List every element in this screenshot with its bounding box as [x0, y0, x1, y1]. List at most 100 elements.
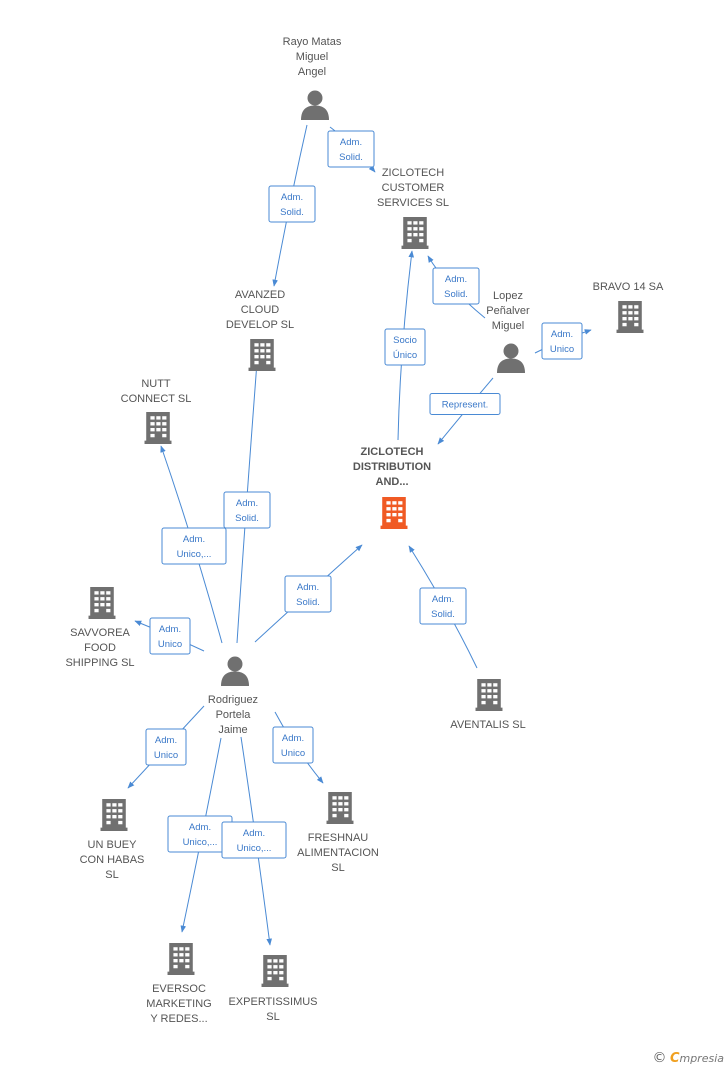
- node-label[interactable]: SAVVOREA: [70, 627, 130, 639]
- node-label[interactable]: SL: [266, 1011, 279, 1023]
- relation-label-text: Unico: [158, 639, 182, 650]
- node-label[interactable]: ZICLOTECH: [382, 167, 444, 179]
- node-eversoc[interactable]: EVERSOC MARKETING Y REDES...: [146, 943, 212, 1025]
- node-label[interactable]: FOOD: [84, 642, 116, 654]
- node-label[interactable]: ZICLOTECH: [361, 446, 424, 458]
- building-icon[interactable]: [475, 679, 503, 711]
- node-savvorea[interactable]: SAVVOREA FOOD SHIPPING SL: [65, 587, 135, 669]
- relation-label-box: [419, 587, 467, 625]
- node-label[interactable]: Portela: [216, 709, 252, 721]
- relation-label-box: [149, 617, 191, 655]
- node-label[interactable]: BRAVO 14 SA: [593, 281, 664, 293]
- node-label[interactable]: UN BUEY: [88, 839, 138, 851]
- node-label[interactable]: ALIMENTACION: [297, 847, 379, 859]
- building-icon[interactable]: [100, 799, 128, 831]
- node-label[interactable]: MARKETING: [146, 998, 211, 1010]
- relation-label-box: [429, 393, 501, 415]
- building-icon[interactable]: [401, 217, 429, 249]
- node-label[interactable]: Y REDES...: [150, 1013, 207, 1025]
- building-icon[interactable]: [167, 943, 195, 975]
- node-label[interactable]: SL: [105, 869, 118, 881]
- relation-label: Adm.Solid.: [419, 587, 467, 625]
- node-expertissimus[interactable]: EXPERTISSIMUS SL: [228, 955, 318, 1023]
- relation-label-text: Solid.: [431, 609, 455, 620]
- relation-label-text: Adm.: [155, 735, 177, 746]
- relation-label-text: Unico: [550, 344, 574, 355]
- relation-label-box: [432, 267, 480, 305]
- relation-label-text: Solid.: [444, 289, 468, 300]
- node-label[interactable]: Miguel: [492, 320, 524, 332]
- relation-label-box: [145, 728, 187, 766]
- empresia-watermark: © Cmpresia: [652, 1050, 724, 1066]
- node-label[interactable]: CUSTOMER: [382, 182, 445, 194]
- node-label[interactable]: SERVICES SL: [377, 197, 449, 209]
- node-label[interactable]: FRESHNAU: [308, 832, 369, 844]
- node-label[interactable]: AVENTALIS SL: [450, 719, 525, 731]
- relation-label-text: Adm.: [243, 828, 265, 839]
- person-icon[interactable]: [221, 656, 249, 687]
- node-label[interactable]: SL: [331, 862, 344, 874]
- building-icon[interactable]: [616, 301, 644, 333]
- relation-label-text: Unico: [281, 748, 305, 759]
- relation-label-text: Adm.: [340, 137, 362, 148]
- relation-label-text: Adm.: [297, 582, 319, 593]
- node-ziclotech_cs[interactable]: ZICLOTECH CUSTOMER SERVICES SL: [377, 167, 449, 249]
- node-label[interactable]: EVERSOC: [152, 983, 206, 995]
- node-label[interactable]: DEVELOP SL: [226, 319, 294, 331]
- relation-label-box: [272, 726, 314, 764]
- person-icon[interactable]: [301, 90, 329, 121]
- relation-label-box: [221, 821, 287, 859]
- node-unbuey[interactable]: UN BUEY CON HABAS SL: [80, 799, 145, 881]
- node-label[interactable]: Rayo Matas: [283, 36, 342, 48]
- relation-label: Adm.Unico: [149, 617, 191, 655]
- node-avanzed[interactable]: AVANZED CLOUD DEVELOP SL: [226, 289, 294, 371]
- node-label[interactable]: Peñalver: [486, 305, 530, 317]
- relation-label-box: [541, 322, 583, 360]
- relation-label-text: Represent.: [442, 400, 488, 411]
- node-label[interactable]: CLOUD: [241, 304, 280, 316]
- node-label[interactable]: AVANZED: [235, 289, 285, 301]
- node-label[interactable]: Lopez: [493, 290, 523, 302]
- building-icon[interactable]: [261, 955, 289, 987]
- node-label[interactable]: CON HABAS: [80, 854, 145, 866]
- node-aventalis[interactable]: AVENTALIS SL: [450, 679, 526, 731]
- person-icon[interactable]: [497, 343, 525, 374]
- relation-label: Adm.Solid.: [284, 575, 332, 613]
- building-icon[interactable]: [380, 497, 408, 529]
- relation-label: Adm.Unico,...: [221, 821, 287, 859]
- relation-label: Adm.Unico: [272, 726, 314, 764]
- node-label[interactable]: Angel: [298, 66, 326, 78]
- relation-label-text: Adm.: [281, 192, 303, 203]
- relation-label-box: [284, 575, 332, 613]
- node-label[interactable]: SHIPPING SL: [65, 657, 134, 669]
- node-nutt[interactable]: NUTT CONNECT SL: [121, 378, 192, 444]
- relation-label-text: Adm.: [236, 498, 258, 509]
- node-bravo[interactable]: BRAVO 14 SA: [593, 281, 664, 333]
- relation-label-text: Unico: [154, 750, 178, 761]
- building-icon[interactable]: [144, 412, 172, 444]
- brand-name: mpresia: [679, 1052, 724, 1065]
- relation-label: Adm.Solid.: [223, 491, 271, 529]
- building-icon[interactable]: [248, 339, 276, 371]
- node-freshnau[interactable]: FRESHNAU ALIMENTACION SL: [297, 792, 379, 874]
- node-label[interactable]: DISTRIBUTION: [353, 461, 431, 473]
- node-label[interactable]: CONNECT SL: [121, 393, 192, 405]
- node-label[interactable]: Miguel: [296, 51, 328, 63]
- node-label[interactable]: Rodriguez: [208, 694, 258, 706]
- relation-label: Adm.Solid.: [432, 267, 480, 305]
- node-label[interactable]: NUTT: [141, 378, 171, 390]
- node-label[interactable]: EXPERTISSIMUS: [228, 996, 317, 1008]
- node-ziclotech_d[interactable]: ZICLOTECH DISTRIBUTION AND...: [353, 446, 431, 529]
- node-label[interactable]: Jaime: [218, 724, 247, 736]
- relation-label-text: Unico,...: [177, 549, 212, 560]
- building-icon[interactable]: [88, 587, 116, 619]
- building-icon[interactable]: [326, 792, 354, 824]
- relation-label: Adm. Unico: [145, 728, 187, 766]
- relation-label-box: [384, 328, 426, 366]
- node-label[interactable]: AND...: [376, 476, 409, 488]
